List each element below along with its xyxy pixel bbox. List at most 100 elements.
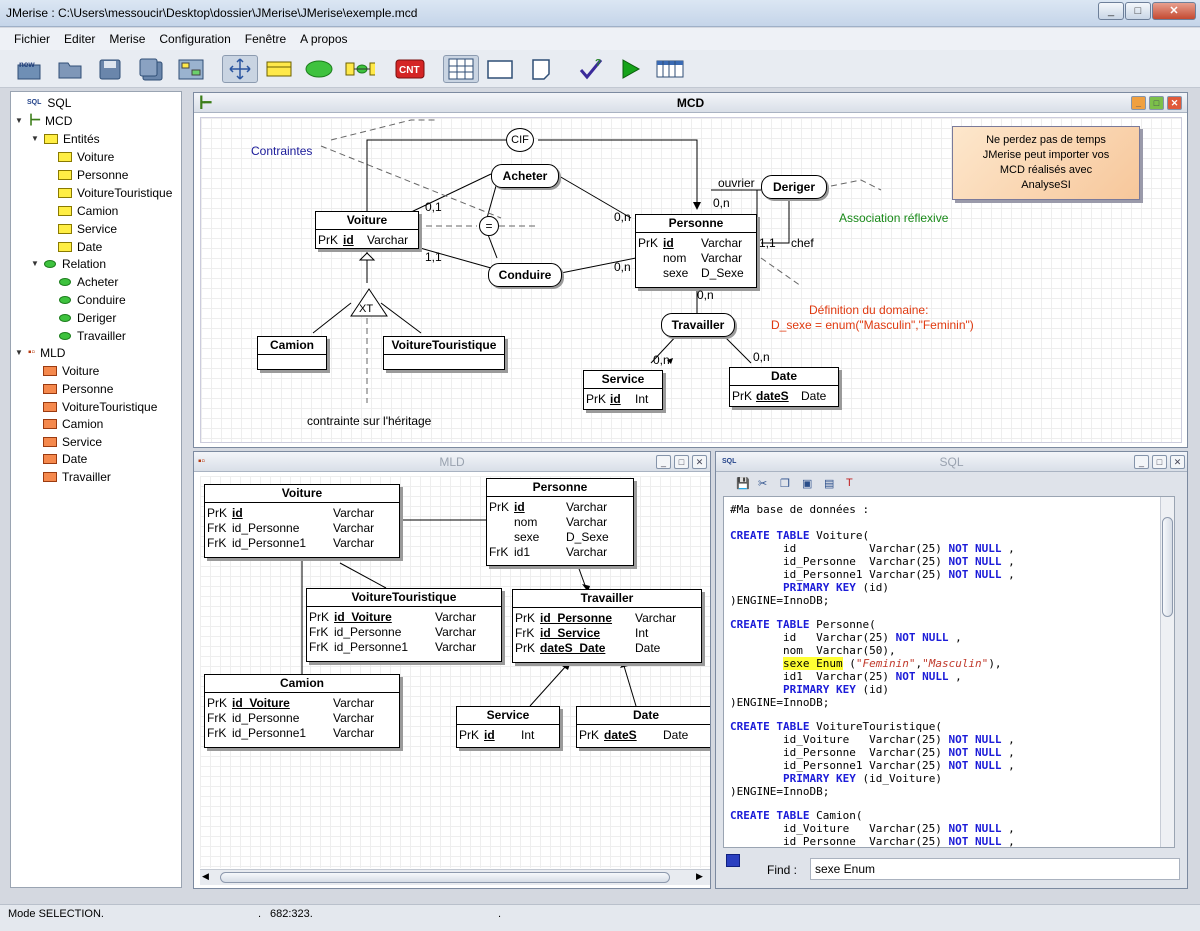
sql-vertical-scrollbar[interactable] <box>1160 497 1174 847</box>
tree-table-travailler[interactable]: Travailler <box>43 468 111 485</box>
tree-table-voiture[interactable]: Voiture <box>43 362 99 379</box>
column-type: Varchar <box>435 625 477 639</box>
info-note[interactable]: Ne perdez pas de temps JMerise peut impo… <box>952 126 1140 200</box>
paste-icon[interactable]: ▣ <box>802 478 813 490</box>
relation-acheter[interactable]: Acheter <box>491 164 559 188</box>
entity-voituretouristique[interactable]: VoitureTouristique <box>383 336 505 370</box>
entity-personne[interactable]: Personne PrK id Varchar nom Varchar sexe… <box>635 214 757 288</box>
maximize-button[interactable]: □ <box>1149 96 1164 110</box>
find-options-icon[interactable] <box>726 854 740 867</box>
find-input[interactable] <box>810 858 1180 880</box>
frame-tool-icon[interactable] <box>485 55 515 83</box>
find-label: Find : <box>767 863 798 877</box>
menu-configuration[interactable]: Configuration <box>159 32 231 46</box>
layout-icon[interactable] <box>176 55 206 83</box>
grid-toggle-icon[interactable] <box>443 55 479 83</box>
collapse-icon[interactable]: ▼ <box>31 259 39 268</box>
cif-constraint[interactable]: CIF <box>506 128 534 152</box>
close-button[interactable]: ✕ <box>692 455 707 469</box>
copy-icon[interactable]: ❐ <box>780 478 790 490</box>
cut-icon[interactable]: ✂ <box>758 478 768 490</box>
minimize-button[interactable]: _ <box>1131 96 1146 110</box>
scroll-left-icon[interactable]: ◀ <box>202 871 209 881</box>
select-move-icon[interactable] <box>222 55 258 83</box>
maximize-button[interactable]: □ <box>1125 2 1151 20</box>
tree-table-personne[interactable]: Personne <box>43 380 113 397</box>
entity-camion[interactable]: Camion <box>257 336 327 370</box>
tree-relation[interactable]: ▼Relation <box>31 255 106 272</box>
minimize-button[interactable]: _ <box>1134 455 1149 469</box>
tree-mcd[interactable]: ▼┣━MCD <box>15 112 72 129</box>
table-view-icon[interactable] <box>655 55 685 83</box>
font-icon[interactable]: T <box>846 477 853 489</box>
tree-relation-deriger[interactable]: Deriger <box>59 309 116 326</box>
tree-mld[interactable]: ▼▪▫MLD <box>15 344 65 361</box>
scroll-right-icon[interactable]: ▶ <box>696 871 703 881</box>
tree-entity-camion[interactable]: Camion <box>58 202 118 219</box>
entity-voiture[interactable]: Voiture PrK id Varchar <box>315 211 419 249</box>
minimize-button[interactable]: _ <box>656 455 671 469</box>
close-button[interactable]: ✕ <box>1170 455 1185 469</box>
scrollbar-thumb[interactable] <box>1162 517 1173 617</box>
scrollbar-thumb[interactable] <box>220 872 670 883</box>
maximize-button[interactable]: □ <box>674 455 689 469</box>
relation-travailler[interactable]: Travailler <box>661 313 735 337</box>
relation-conduire[interactable]: Conduire <box>488 263 562 287</box>
sql-editor[interactable]: #Ma base de données : CREATE TABLE Voitu… <box>723 496 1175 848</box>
tree-table-service[interactable]: Service <box>43 433 102 450</box>
menu-fenetre[interactable]: Fenêtre <box>244 32 287 46</box>
tree-entity-date[interactable]: Date <box>58 238 102 255</box>
generate-icon[interactable] <box>616 55 646 83</box>
tree-entity-voituretouristique[interactable]: VoitureTouristique <box>58 184 172 201</box>
tree-entity-personne[interactable]: Personne <box>58 166 128 183</box>
menu-merise[interactable]: Merise <box>109 32 146 46</box>
tree-table-date[interactable]: Date <box>43 450 87 467</box>
save-icon[interactable] <box>95 55 125 83</box>
collapse-icon[interactable]: ▼ <box>15 116 23 125</box>
entity-tool-icon[interactable] <box>264 55 294 83</box>
xt-constraint[interactable]: XT <box>349 288 389 318</box>
maximize-button[interactable]: □ <box>1152 455 1167 469</box>
tree-relation-acheter[interactable]: Acheter <box>59 273 118 290</box>
new-icon[interactable]: new <box>14 55 44 83</box>
equal-constraint[interactable]: = <box>479 216 499 236</box>
entity-date[interactable]: Date PrK dateS Date <box>729 367 839 407</box>
tree-relation-travailler[interactable]: Travailler <box>59 327 126 344</box>
tree-table-voituretouristique[interactable]: VoitureTouristique <box>43 398 157 415</box>
open-folder-icon[interactable] <box>55 55 85 83</box>
collapse-icon[interactable]: ▼ <box>15 348 23 357</box>
menu-apropos[interactable]: A propos <box>300 32 348 46</box>
tree-entity-service[interactable]: Service <box>58 220 117 237</box>
note-tool-icon[interactable] <box>527 55 557 83</box>
tree-table-camion[interactable]: Camion <box>43 415 103 432</box>
validate-icon[interactable]: ? <box>576 55 606 83</box>
minimize-button[interactable]: _ <box>1098 2 1124 20</box>
close-button[interactable]: ✕ <box>1152 2 1196 20</box>
print-icon[interactable]: ▤ <box>824 478 835 490</box>
entity-service[interactable]: Service PrK id Int <box>583 370 663 410</box>
save-icon[interactable]: 💾 <box>736 478 750 490</box>
link-tool-icon[interactable] <box>345 55 375 83</box>
constraint-tool-icon[interactable]: CNT <box>395 55 425 83</box>
menu-fichier[interactable]: Fichier <box>14 32 51 46</box>
tree-entites[interactable]: ▼Entités <box>31 130 100 147</box>
tree-entity-voiture[interactable]: Voiture <box>58 148 114 165</box>
menu-editer[interactable]: Editer <box>64 32 96 46</box>
relation-tool-icon[interactable] <box>304 55 334 83</box>
close-button[interactable]: ✕ <box>1167 96 1182 110</box>
mld-horizontal-scrollbar[interactable]: ◀ ▶ <box>200 869 710 885</box>
relation-deriger[interactable]: Deriger <box>761 175 827 199</box>
tree-relation-conduire[interactable]: Conduire <box>59 291 126 308</box>
save-as-icon[interactable] <box>136 55 166 83</box>
mcd-canvas[interactable]: Contraintes CIF = Voiture PrK id Varchar… <box>200 117 1182 443</box>
collapse-icon[interactable]: ▼ <box>31 134 39 143</box>
